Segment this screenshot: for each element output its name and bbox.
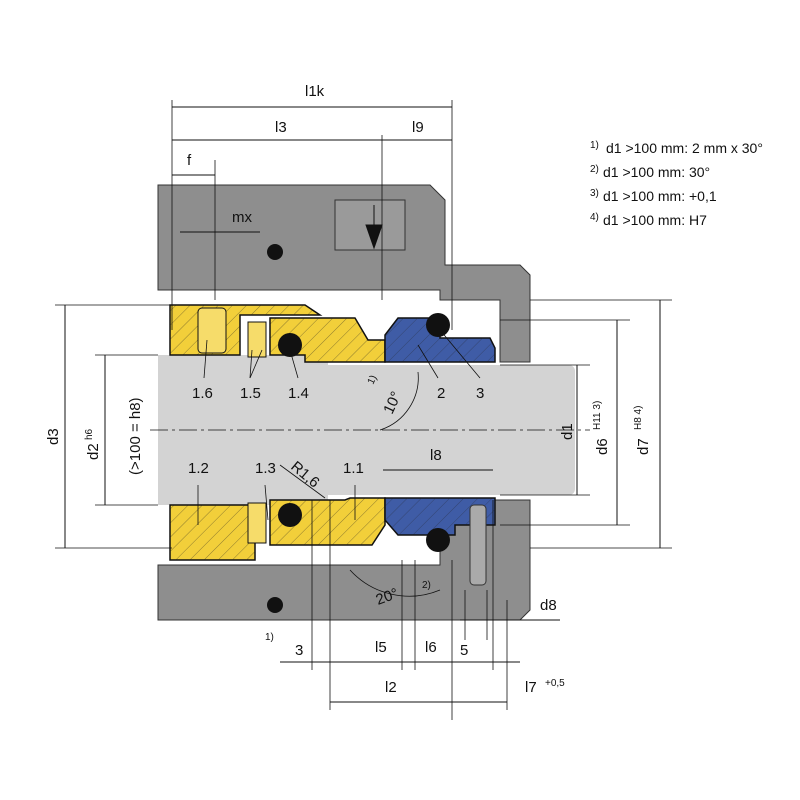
- dim-f: f: [187, 152, 192, 169]
- dim-l6: l6: [425, 639, 437, 656]
- oring-1.4-top: [278, 333, 302, 357]
- dim-5: 5: [460, 642, 468, 659]
- right-dimensions: [500, 299, 672, 549]
- dim-d3: d3: [45, 428, 62, 445]
- left-dimensions: [55, 304, 172, 549]
- housing-top: [157, 184, 531, 363]
- oring-housing-top: [267, 244, 283, 260]
- footnotes: 1) d1 >100 mm: 2 mm x 30° 2) d1 >100 mm:…: [590, 140, 763, 228]
- dim-l7-tol: +0,5: [545, 678, 565, 689]
- oring-housing-bottom: [267, 597, 283, 613]
- dim-d2-note: (>100 = h8): [127, 397, 144, 475]
- part-1.6-collar: [169, 304, 323, 356]
- note-2-mark: 2): [590, 164, 599, 175]
- part-label-3: 3: [476, 385, 484, 402]
- note-1: d1 >100 mm: 2 mm x 30°: [606, 140, 763, 156]
- part-label-1.2: 1.2: [188, 460, 209, 477]
- top-dimensions: [171, 100, 453, 330]
- dim-d1: d1: [559, 423, 576, 440]
- dim-mx: mx: [232, 209, 252, 226]
- dim-3: 3: [295, 642, 303, 659]
- ref-1b-note: 1): [265, 632, 274, 643]
- dim-d8: d8: [540, 597, 557, 614]
- oring-3-bottom: [426, 528, 450, 552]
- pin: [469, 504, 487, 586]
- note-4-mark: 4): [590, 212, 599, 223]
- r16-leader: [279, 464, 326, 499]
- note-3: d1 >100 mm: +0,1: [603, 188, 717, 204]
- dim-d7: d7: [635, 438, 652, 455]
- angle-20-label: 20°: [374, 585, 401, 609]
- note-2: d1 >100 mm: 30°: [603, 164, 710, 180]
- part-1.2-collar: [169, 504, 256, 561]
- dim-l9: l9: [412, 119, 424, 136]
- dim-d6-tol: H11 3): [592, 401, 603, 430]
- angle-10-arc: [379, 371, 419, 431]
- part-label-1.5: 1.5: [240, 385, 261, 402]
- note-4: d1 >100 mm: H7: [603, 212, 707, 228]
- angle-20-arc: [349, 569, 441, 597]
- flow-arrow-icon: [365, 205, 383, 250]
- part-label-1.3: 1.3: [255, 460, 276, 477]
- dim-l7: l7: [525, 679, 537, 696]
- part-2-seat: [384, 317, 496, 536]
- ref-2-note: 2): [422, 580, 431, 591]
- oring-1.4-bottom: [278, 503, 302, 527]
- dim-l1k: l1k: [305, 83, 325, 100]
- bottom-dimensions: [280, 500, 560, 720]
- dim-d7-tol: H8 4): [633, 406, 644, 430]
- note-3-mark: 3): [590, 188, 599, 199]
- note-1-mark: 1): [590, 140, 599, 151]
- housing-bottom: [157, 499, 531, 621]
- dim-l3: l3: [275, 119, 287, 136]
- dim-l2: l2: [385, 679, 397, 696]
- ref-1-note: 1): [366, 374, 380, 387]
- part-leaders: [197, 329, 481, 525]
- dim-d2-tol: h6: [84, 428, 95, 440]
- part-label-2: 2: [437, 385, 445, 402]
- part-label-1.6: 1.6: [192, 385, 213, 402]
- oring-3-top: [426, 313, 450, 337]
- part-label-1.1: 1.1: [343, 460, 364, 477]
- springs-1.5: [247, 321, 267, 544]
- dim-d6: d6: [594, 438, 611, 455]
- dim-d2: d2: [85, 443, 102, 460]
- dim-l5: l5: [375, 639, 387, 656]
- dim-l8: l8: [430, 447, 442, 464]
- part-label-1.4: 1.4: [288, 385, 309, 402]
